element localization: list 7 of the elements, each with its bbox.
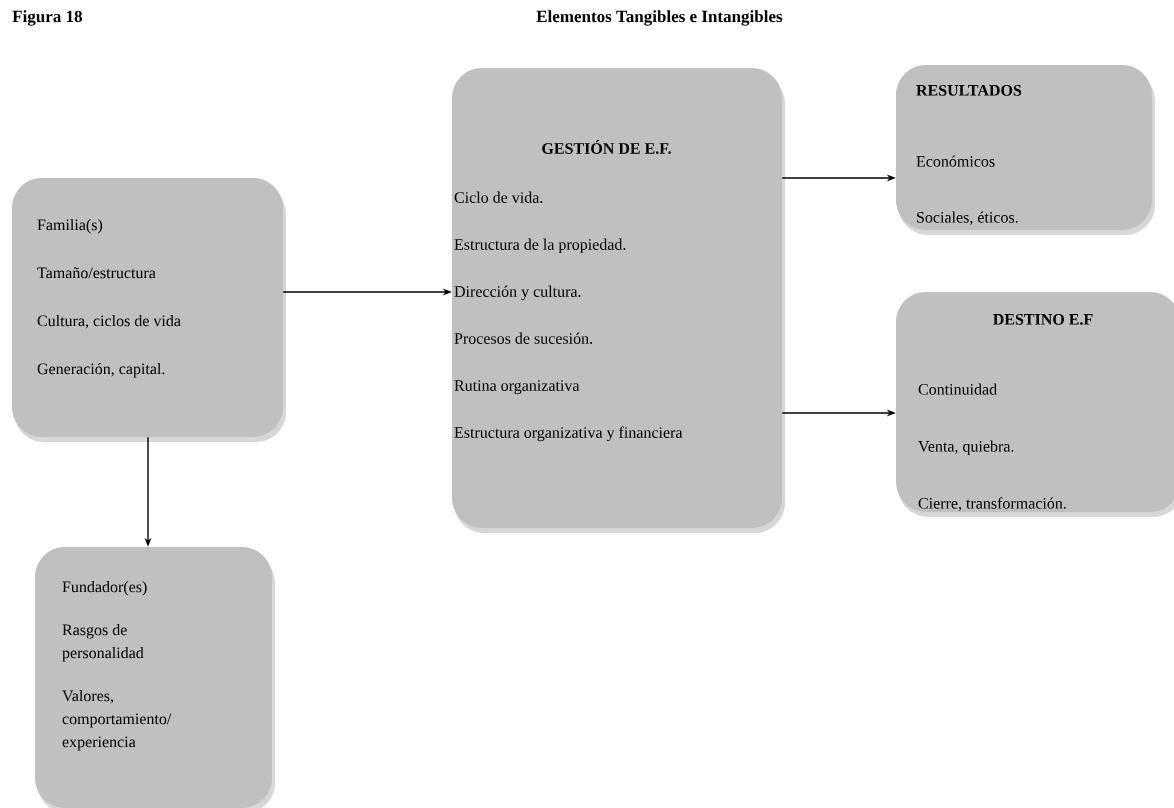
rounded-box: GESTIÓN DE E.F. Ciclo de vida. Estructura de la propiedad. Dirección y cultura. Procesos de sucesión. Rutina organizativa Estructura organizativa y financiera — [452, 68, 785, 533]
rounded-box: Fundador(es) Rasgos de personalidad Valores, comportamiento/ experiencia — [35, 547, 275, 808]
title: Elementos Tangibles e Intangibles — [536, 10, 783, 26]
rounded-box: Familia(s) Tamaño/estructura Cultura, ciclos de vida Generación, capital. — [12, 178, 286, 442]
rounded-box: DESTINO E.F Continuidad Venta, quiebra. Cierre, transformación. — [896, 292, 1174, 517]
rounded-box: RESULTADOS Económicos Sociales, éticos. — [896, 65, 1155, 235]
figure-number: Figura 18 — [12, 10, 82, 26]
